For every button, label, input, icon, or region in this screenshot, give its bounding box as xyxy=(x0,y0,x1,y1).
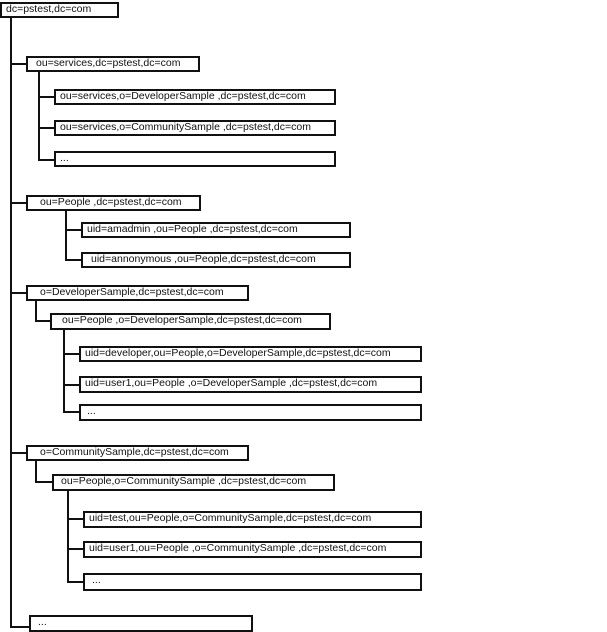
connector xyxy=(67,518,84,520)
connector xyxy=(38,127,55,129)
connector xyxy=(35,320,51,322)
people-line xyxy=(65,209,67,261)
developer-more-node: ... xyxy=(79,404,422,421)
developer-people-line xyxy=(63,328,65,413)
services-line xyxy=(38,70,40,161)
connector xyxy=(10,202,27,204)
community-line xyxy=(35,459,37,482)
services-child-node: ou=services,o=DeveloperSample ,dc=pstest… xyxy=(54,89,336,105)
community-people-line xyxy=(67,489,69,583)
developer-line xyxy=(35,299,37,322)
developer-user-node: uid=developer,ou=People,o=DeveloperSampl… xyxy=(79,346,422,362)
people-child-node: uid=amadmin ,ou=People ,dc=pstest,dc=com xyxy=(81,222,351,238)
community-user-node: uid=user1,ou=People ,o=CommunitySample ,… xyxy=(83,541,422,558)
connector xyxy=(10,63,27,65)
connector xyxy=(65,229,82,231)
services-more-node: ... xyxy=(54,151,336,167)
services-node: ou=services,dc=pstest,dc=com xyxy=(26,56,200,72)
community-user-node: uid=test,ou=People,o=CommunitySample,dc=… xyxy=(83,511,422,528)
community-sample-node: o=CommunitySample,dc=pstest,dc=com xyxy=(26,445,249,461)
connector xyxy=(63,353,80,355)
people-child-node: uid=annonymous ,ou=People,dc=pstest,dc=c… xyxy=(81,252,351,268)
connector xyxy=(10,452,27,454)
trunk-line xyxy=(10,16,12,628)
root-node: dc=pstest,dc=com xyxy=(0,2,119,18)
connector xyxy=(63,384,80,386)
developer-user-node: uid=user1,ou=People ,o=DeveloperSample ,… xyxy=(79,376,422,393)
people-node: ou=People ,dc=pstest,dc=com xyxy=(26,195,201,211)
connector xyxy=(65,259,82,261)
community-more-node: ... xyxy=(83,573,422,591)
developer-sample-node: o=DeveloperSample,dc=pstest,dc=com xyxy=(26,285,249,301)
developer-people-node: ou=People ,o=DeveloperSample,dc=pstest,d… xyxy=(50,313,331,330)
connector xyxy=(38,159,55,161)
services-child-node: ou=services,o=CommunitySample ,dc=pstest… xyxy=(54,120,336,136)
community-people-node: ou=People,o=CommunitySample ,dc=pstest,d… xyxy=(52,474,335,491)
more-node: ... xyxy=(29,615,253,632)
connector xyxy=(63,411,80,413)
connector xyxy=(10,292,27,294)
connector xyxy=(38,96,55,98)
connector xyxy=(67,548,84,550)
connector xyxy=(35,481,53,483)
connector xyxy=(67,581,84,583)
connector xyxy=(10,626,30,628)
